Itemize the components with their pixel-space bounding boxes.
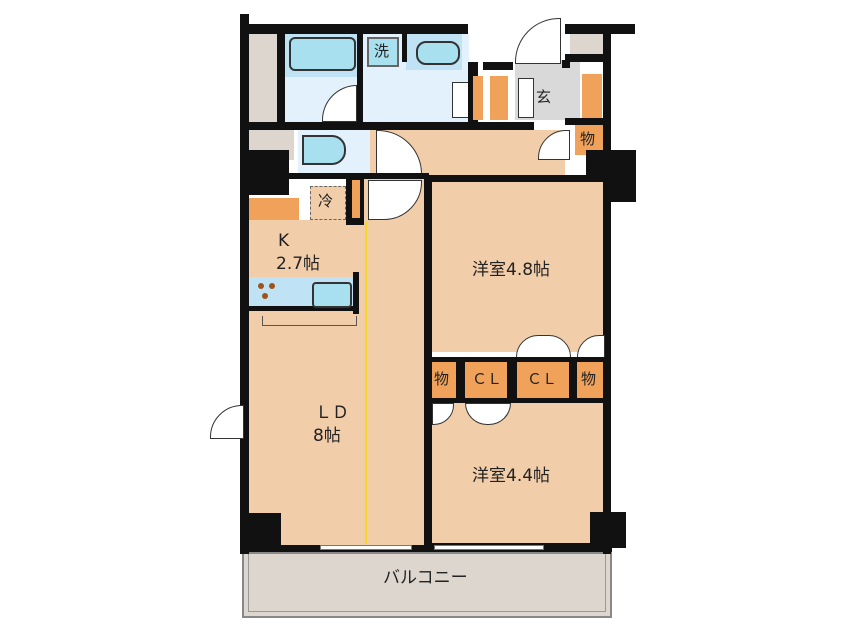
western-room-2 (432, 403, 603, 543)
closet-2-label: ＣＬ (527, 370, 558, 388)
sink-icon (416, 41, 460, 65)
closet-row (428, 357, 605, 403)
room1-label: 洋室4.8帖 (472, 260, 551, 280)
storage-left (432, 362, 456, 398)
kitchen-ld-divider (365, 222, 367, 544)
balcony-rail (248, 552, 606, 612)
balcony-label: バルコニー (383, 568, 468, 588)
outer-wall-top (240, 24, 468, 34)
entry-shoe-door[interactable] (518, 78, 534, 118)
outer-wall-top-right (565, 24, 635, 34)
ld-size: 8帖 (313, 426, 341, 446)
wall-shaft (277, 34, 285, 132)
entrance-label: 玄 (536, 88, 552, 106)
outer-wall-right (603, 24, 611, 554)
pipe-shaft-top (249, 34, 277, 122)
kitchen-sink-icon (312, 282, 352, 308)
closet-2 (517, 362, 569, 398)
window-ld (320, 545, 412, 550)
hallway-lower (363, 175, 425, 545)
shoe-cabinet-1 (473, 76, 483, 120)
fridge-label: 冷 (318, 192, 334, 210)
western-room-1 (432, 182, 603, 352)
outer-wall-bottom (240, 543, 612, 552)
kitchen-shelf (249, 198, 299, 220)
storage-right-label: 物 (581, 370, 597, 388)
stove-icon (256, 281, 282, 305)
wall-wet-bottom (249, 122, 534, 130)
toilet-icon (302, 135, 346, 165)
washer-label: 洗 (374, 42, 390, 60)
storage-left-label: 物 (434, 370, 450, 388)
column-room2-bottom (590, 512, 626, 548)
closet-1 (465, 362, 507, 398)
window-room2 (434, 545, 544, 550)
counter-end (353, 272, 359, 314)
storage-right (577, 362, 603, 398)
room2-label: 洋室4.4帖 (472, 466, 551, 486)
washer (367, 37, 399, 67)
kitchen-name: K (278, 231, 290, 251)
wall-entry-storage (565, 118, 605, 125)
shoe-cabinet-2 (490, 76, 508, 120)
balcony (242, 552, 612, 618)
column-left (249, 150, 289, 195)
column-ld-bottom (249, 513, 281, 545)
kitchen-size: 2.7帖 (276, 254, 321, 274)
entry-storage-tall (582, 74, 602, 118)
entry-storage-label: 物 (580, 130, 596, 148)
closet-1-label: ＣＬ (472, 370, 503, 388)
front-door[interactable] (515, 18, 561, 64)
bathtub-icon (289, 37, 356, 71)
hall-cabinet (352, 180, 360, 218)
wall-room1-top (428, 175, 588, 182)
counter-edge (262, 316, 357, 326)
wall-entry-mid (483, 62, 513, 70)
fridge (310, 186, 346, 220)
side-door[interactable] (210, 405, 244, 439)
kitchen (249, 220, 363, 545)
wall-bath-wash (357, 34, 363, 124)
wall-wash-v (402, 34, 407, 62)
ld-name: ＬＤ (315, 403, 349, 423)
outer-wall-left (240, 14, 249, 554)
wall-shaft-right (565, 54, 605, 62)
wall-entry-right (562, 60, 570, 68)
